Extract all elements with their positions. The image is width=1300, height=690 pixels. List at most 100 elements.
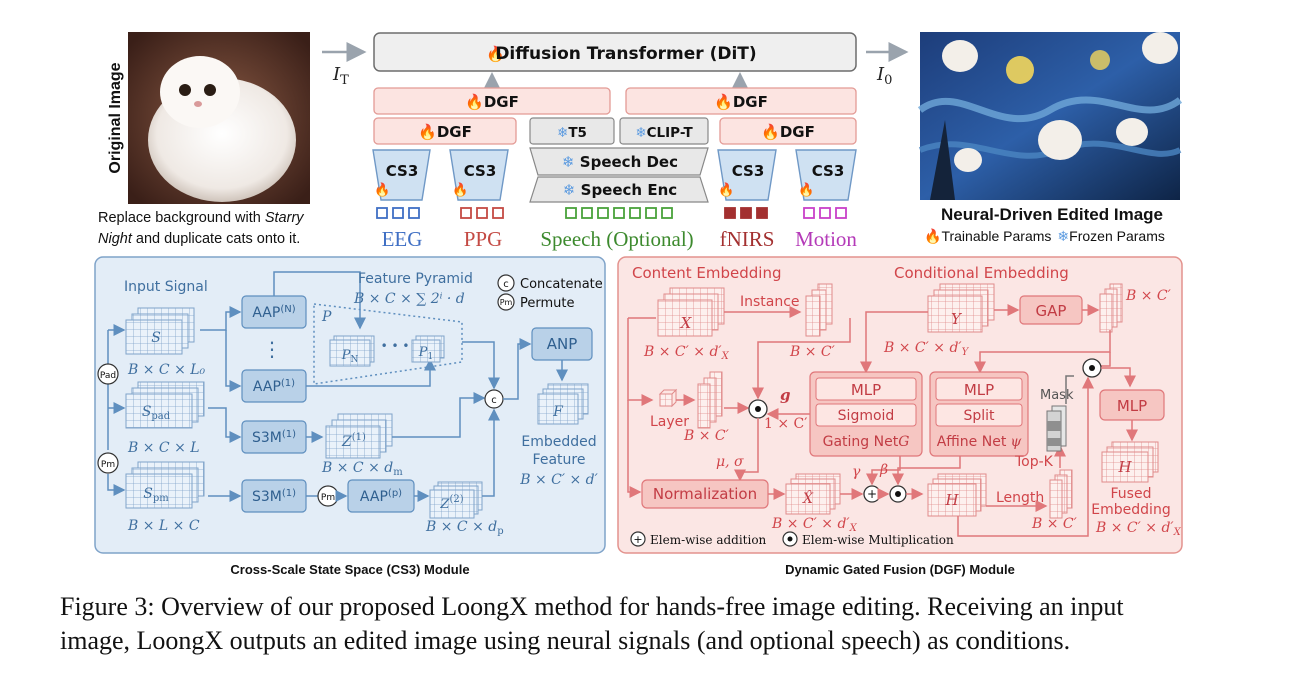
connector-pm-spm [107,474,126,496]
dim-f: B × C′ × d′ [519,472,598,488]
flame-icon: 🔥 [486,45,505,63]
concat-symbol-label: c [491,395,497,406]
svg-text:🔥: 🔥 [798,182,814,198]
mask-label: Mask [1040,388,1074,403]
tensor-h: H [927,473,987,517]
dim-spm: B × L × C [127,518,200,534]
add-symbol-glyph: + [867,487,877,501]
svg-text:❄ Speech Enc: ❄ Speech Enc [563,181,677,199]
cs3-motion: CS3 🔥 [795,149,857,201]
edited-image-title: Neural-Driven Edited Image [941,205,1163,224]
dim-s: B × C × L₀ [127,362,206,378]
gap-label: GAP [1036,302,1067,320]
add-legend-label: Elem-wise addition [650,533,767,547]
svg-text:P1: P1 [418,345,433,362]
feature-pyramid-frame [313,303,463,385]
concat-legend-label: Concatenate [520,277,603,292]
svg-text:🔥: 🔥 [718,182,734,198]
clip-label: ❄CLIP-T [635,125,693,141]
dim-x: B × C′ × d′X [643,344,730,362]
tensor-spad: Spad [125,381,205,429]
dim-g: 1 × C′ [764,416,807,432]
dim-y: B × C′ × d′Y [883,340,970,358]
svg-text:F: F [552,404,564,420]
add-legend-icon [630,531,646,547]
tensor-x: X [657,287,725,337]
dim-length: B × C′ [1031,516,1078,532]
dgf-top-left [373,87,611,115]
dim-xhat: B × C′ × d′X [771,516,858,534]
arrow-pyramid-concat [462,341,500,390]
signal-fnirs: fNIRS [720,227,775,251]
permute-symbol-left [97,452,119,474]
permute-legend-symbol: Pm [500,298,513,307]
gating-mlp-label: MLP [851,381,881,399]
concat-legend-symbol: c [503,279,509,290]
content-embedding-label: Content Embedding [632,264,782,282]
edited-image [917,32,1183,200]
tensor-f: F [537,383,589,425]
normalization-label: Normalization [653,485,757,503]
svg-text:🔥: 🔥 [374,182,390,198]
length-label: Length [996,490,1044,506]
arrow-spad-s3m [208,407,242,443]
dgf-mid-left-label: 🔥DGF [418,123,472,141]
embedding-label: Embedding [1091,502,1170,518]
tensor-gap [1099,283,1123,333]
dgf-mid-right-label: 🔥DGF [761,123,815,141]
dim-instance: B × C′ [789,344,836,360]
speech-dec: ❄ Speech Dec [529,147,709,176]
signal-speech: Speech (Optional) [540,227,693,251]
cs3-ppg: CS3 🔥 [449,149,509,201]
topk-label: Top-K [1014,454,1054,470]
tensor-layer [697,371,723,429]
cs3-panel [94,256,606,554]
instruction-line-1: Replace background with Starry [98,210,304,226]
caption-line-2: image, LoongX outputs an edited image us… [60,626,1071,655]
arrow-z2-concat [482,408,500,497]
permute-legend-icon [497,293,515,311]
figure-caption: Figure 3: Overview of our proposed Loong… [60,590,1260,658]
svg-text:S: S [151,330,161,346]
svg-text:❄ Speech Dec: ❄ Speech Dec [562,153,678,171]
affine-split [935,403,1023,427]
feature-pyramid-label: Feature Pyramid [358,271,473,287]
mul-dot-affine [895,491,901,497]
svg-text:🔥: 🔥 [452,182,468,198]
svg-text:CS3: CS3 [464,162,497,180]
affine-split-label: Split [963,408,995,424]
feature-label: Feature [533,452,586,468]
aap-1-label: AAP(1) [253,378,295,395]
dgf-top-left-label: 🔥DGF [465,93,519,111]
tensor-z1: Z(1) [325,413,393,459]
affine-mlp [935,377,1023,401]
dim-z2: B × C × dp [425,519,504,537]
dgf-mid-left [373,117,517,145]
svg-text:H: H [1117,458,1132,476]
tensor-s: S [125,307,195,355]
vdots: ⋮ [262,337,282,361]
cs3-module-title: Cross-Scale State Space (CS3) Module [230,562,469,577]
dim-layer: B × C′ [683,428,730,444]
arrow-gap-affine [974,330,1111,374]
cs3-fnirs: CS3 🔥 [717,149,777,201]
flame-icon: 🔥 [924,228,941,245]
tensor-pn: PN [329,335,375,367]
clip-block [619,117,709,145]
aap-n-label: AAP(N) [252,304,295,321]
snowflake-icon: ❄ [1057,228,1069,244]
tensor-xhat: X̂ [785,473,841,515]
arrow-aapn-pn [273,271,366,330]
g-label: g [780,386,791,404]
gamma-label: γ [852,464,861,480]
fused-label: Fused [1111,486,1152,502]
pyramid-dims: B × C × ∑ 2ⁱ · d [353,291,465,307]
arrow-s-aapn [200,306,242,331]
dgf-module-title: Dynamic Gated Fusion (DGF) Module [785,562,1015,577]
svg-text:CS3: CS3 [732,162,765,180]
input-signal-label: Input Signal [124,279,208,295]
arrow-beta [892,456,961,486]
dit-label: Diffusion Transformer (DiT) [495,44,756,64]
svg-text:Spm: Spm [143,486,169,504]
svg-text:X: X [680,314,693,332]
